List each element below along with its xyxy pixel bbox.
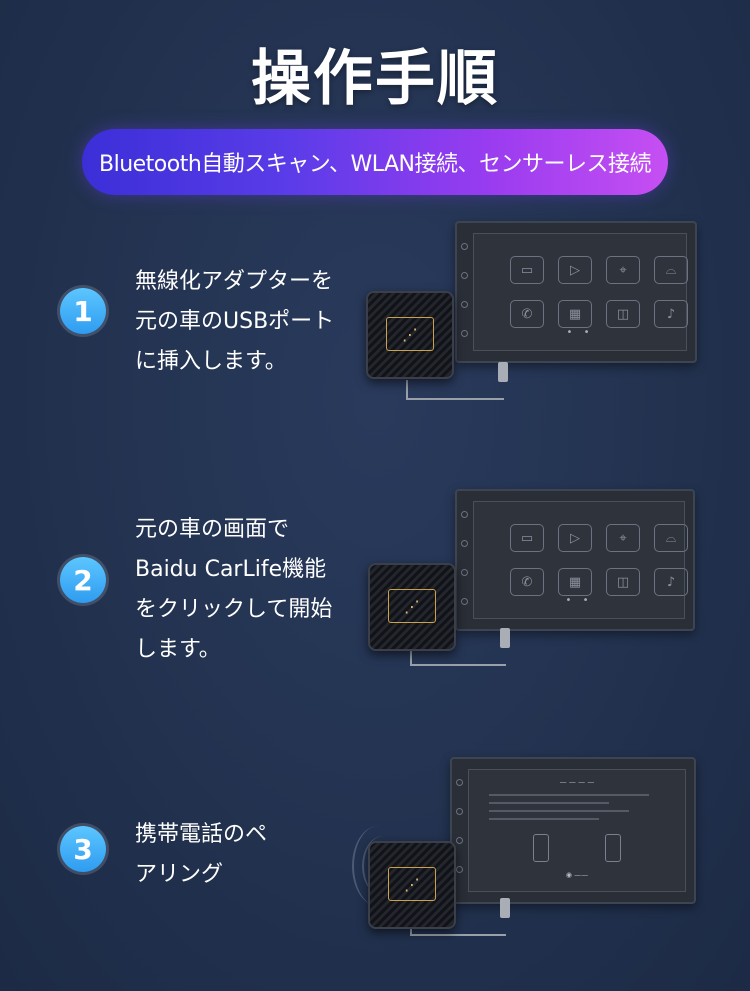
phone-icon xyxy=(605,834,621,862)
headset-icon: ♪ xyxy=(654,300,688,328)
signal-waves xyxy=(362,836,404,896)
car-screen-2: ▭ ▷ ⌖ ⌓ ✆ ▦ ◫ ♪ • • xyxy=(455,489,695,631)
step-1-badge: 1 xyxy=(60,288,106,334)
car-icon: ⌓ xyxy=(654,524,688,552)
music-icon: ▦ xyxy=(558,300,592,328)
carlife-heading: — — — — xyxy=(559,778,595,786)
wireless-adapter: ⋰ xyxy=(368,563,456,651)
wireless-adapter: ⋰ xyxy=(368,841,456,929)
wireless-adapter: ⋰ xyxy=(366,291,454,379)
navigation-icon: ⌖ xyxy=(606,524,640,552)
step-3-text: 携帯電話のペ アリング xyxy=(135,815,350,895)
music-icon: ▦ xyxy=(558,568,592,596)
step-2-line-2: Baidu CarLife機能 xyxy=(135,557,327,582)
page-indicator: • • xyxy=(565,595,593,606)
phone-icon xyxy=(533,834,549,862)
step-2-line-4: します。 xyxy=(135,637,221,662)
feature-banner: Bluetooth自動スキャン、WLAN接続、センサーレス接続 xyxy=(82,129,668,195)
app-icon-grid: ▭ ▷ ⌖ ⌓ ✆ ▦ ◫ ♪ xyxy=(510,256,688,328)
usb-plug xyxy=(500,628,510,648)
car-screen-1: ▭ ▷ ⌖ ⌓ ✆ ▦ ◫ ♪ • • xyxy=(455,221,697,363)
usb-cable xyxy=(406,380,504,400)
carlife-logo: ◉ —— xyxy=(565,871,589,879)
car-screen-3: — — — — ◉ —— xyxy=(450,757,696,904)
radio-icon: ▭ xyxy=(510,256,544,284)
headset-icon: ♪ xyxy=(654,568,688,596)
step-2-text: 元の車の画面で Baidu CarLife機能 をクリックして開始 します。 xyxy=(135,510,350,670)
signal-waves xyxy=(352,826,404,906)
step-1-line-1: 無線化アダプターを xyxy=(135,269,334,294)
wifi-icon: ⋰ xyxy=(388,867,436,901)
screens-icon: ◫ xyxy=(606,300,640,328)
step-2-line-1: 元の車の画面で xyxy=(135,517,290,542)
step-3-badge: 3 xyxy=(60,826,106,872)
bezel-buttons xyxy=(461,243,468,359)
usb-plug xyxy=(500,898,510,918)
play-icon: ▷ xyxy=(558,256,592,284)
play-icon: ▷ xyxy=(558,524,592,552)
wifi-icon: ⋰ xyxy=(386,317,434,351)
step-1-text: 無線化アダプターを 元の車のUSBポート に挿入します。 xyxy=(135,262,350,382)
usb-cable xyxy=(410,646,506,666)
screens-icon: ◫ xyxy=(606,568,640,596)
phone-icon: ✆ xyxy=(510,300,544,328)
car-icon: ⌓ xyxy=(654,256,688,284)
radio-icon: ▭ xyxy=(510,524,544,552)
app-icon-grid: ▭ ▷ ⌖ ⌓ ✆ ▦ ◫ ♪ xyxy=(510,524,688,596)
step-1-line-2: 元の車のUSBポート xyxy=(135,309,335,334)
step-3-line-2: アリング xyxy=(135,862,224,887)
step-2-line-3: をクリックして開始 xyxy=(135,597,333,622)
page-title: 操作手順 xyxy=(251,44,499,114)
step-3-line-1: 携帯電話のペ xyxy=(135,822,268,847)
phone-icon: ✆ xyxy=(510,568,544,596)
bezel-buttons xyxy=(456,779,463,895)
carlife-screen: — — — — ◉ —— xyxy=(468,769,686,892)
usb-plug xyxy=(498,362,508,382)
step-1-line-3: に挿入します。 xyxy=(135,349,287,374)
step-2-badge: 2 xyxy=(60,557,106,603)
navigation-icon: ⌖ xyxy=(606,256,640,284)
page-indicator: • • xyxy=(566,327,594,338)
bezel-buttons xyxy=(461,511,468,627)
wifi-icon: ⋰ xyxy=(388,589,436,623)
